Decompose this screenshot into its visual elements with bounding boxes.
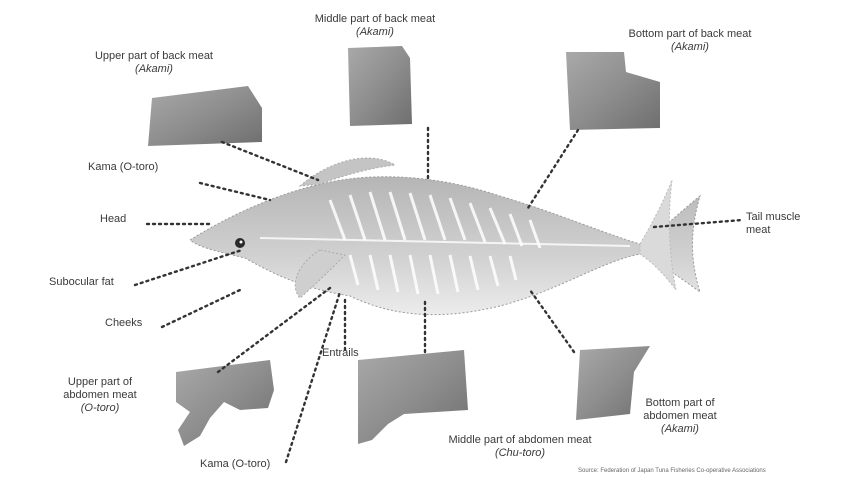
label-upper-abdomen-sub: (O-toro) <box>40 402 160 415</box>
label-upper-abdomen-line2: abdomen meat <box>40 389 160 402</box>
label-bottom-abdomen-line2: abdomen meat <box>630 410 730 423</box>
meat-upper-abdomen <box>176 360 274 446</box>
label-middle-abdomen-name: Middle part of abdomen meat <box>420 434 620 447</box>
source-note: Source: Federation of Japan Tuna Fisheri… <box>578 468 766 474</box>
label-upper-abdomen-line1: Upper part of <box>40 376 160 389</box>
label-tail-muscle-line2: meat <box>746 224 800 237</box>
tuna-fish <box>190 158 700 315</box>
label-tail-muscle: Tail muscle meat <box>746 211 800 237</box>
label-upper-abdomen: Upper part of abdomen meat (O-toro) <box>40 376 160 415</box>
label-middle-back-name: Middle part of back meat <box>300 13 450 26</box>
label-middle-abdomen-sub: (Chu-toro) <box>420 447 620 460</box>
label-bottom-abdomen-line1: Bottom part of <box>630 397 730 410</box>
label-bottom-back-sub: (Akami) <box>610 41 770 54</box>
label-head: Head <box>100 213 126 226</box>
label-middle-back-sub: (Akami) <box>300 26 450 39</box>
label-bottom-back-name: Bottom part of back meat <box>610 28 770 41</box>
label-subocular-fat: Subocular fat <box>49 276 114 289</box>
label-kama-bottom: Kama (O-toro) <box>200 458 270 471</box>
meat-upper-back <box>148 86 262 146</box>
label-entrails: Entrails <box>322 347 359 360</box>
label-middle-back: Middle part of back meat (Akami) <box>300 13 450 39</box>
meat-middle-back <box>348 46 412 126</box>
label-cheeks: Cheeks <box>105 317 142 330</box>
label-bottom-abdomen: Bottom part of abdomen meat (Akami) <box>630 397 730 436</box>
meat-bottom-back <box>566 52 660 130</box>
label-middle-abdomen: Middle part of abdomen meat (Chu-toro) <box>420 434 620 460</box>
label-bottom-back: Bottom part of back meat (Akami) <box>610 28 770 54</box>
label-bottom-abdomen-sub: (Akami) <box>630 423 730 436</box>
label-upper-back: Upper part of back meat (Akami) <box>84 50 224 76</box>
label-upper-back-sub: (Akami) <box>84 63 224 76</box>
label-kama-top: Kama (O-toro) <box>88 161 158 174</box>
label-tail-muscle-line1: Tail muscle <box>746 211 800 224</box>
label-upper-back-name: Upper part of back meat <box>84 50 224 63</box>
meat-middle-abdomen <box>358 350 468 444</box>
